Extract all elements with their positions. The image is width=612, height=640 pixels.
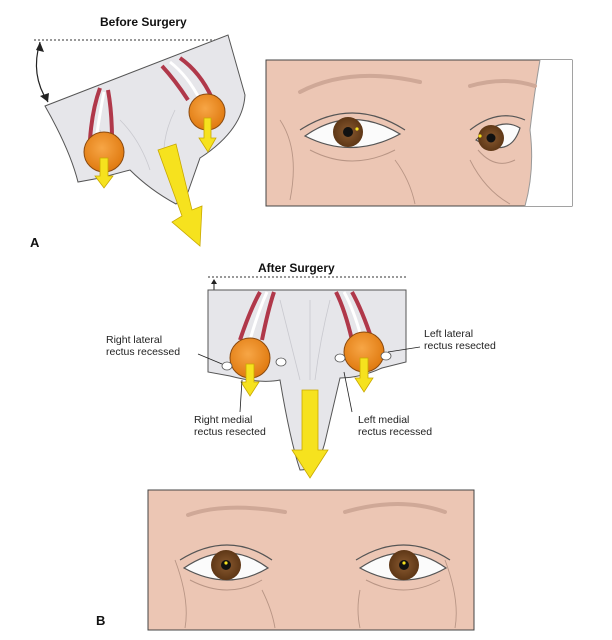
before-orbit-diagram xyxy=(34,34,246,247)
arrowhead xyxy=(211,279,217,284)
pupil xyxy=(221,560,231,570)
after-orbit-diagram xyxy=(197,276,421,479)
eyebrow xyxy=(186,505,287,517)
eyelid-crease xyxy=(299,112,406,131)
label-left-lateral-rectus-resected: Left lateral rectus resected xyxy=(424,328,496,353)
arrowhead xyxy=(36,42,44,52)
eyebrow xyxy=(468,79,537,88)
panel-a-label: A xyxy=(30,235,40,250)
arrowhead xyxy=(40,93,49,102)
lower-lid-line xyxy=(189,579,263,591)
pupil xyxy=(399,560,409,570)
leader-lines xyxy=(197,346,421,413)
muscle xyxy=(238,291,262,341)
pupil xyxy=(343,127,353,137)
before-surgery-title: Before Surgery xyxy=(100,15,187,29)
face-contour xyxy=(524,59,541,207)
face-lines xyxy=(357,559,457,629)
insertion-marker xyxy=(221,361,233,371)
eyelid-crease xyxy=(179,544,273,561)
light-reflex xyxy=(478,134,482,138)
eyelid-crease xyxy=(469,115,526,131)
after-eyes-illustration xyxy=(147,489,475,631)
label-left-medial-rectus-recessed: Left medial rectus recessed xyxy=(358,414,433,439)
face-lines xyxy=(469,159,511,205)
before-gaze-arrows xyxy=(94,117,217,247)
muscle xyxy=(88,87,102,141)
panel-b-label: B xyxy=(96,613,106,628)
eyebrow xyxy=(298,73,422,94)
lower-lid-line xyxy=(477,149,516,164)
muscle xyxy=(160,64,190,102)
eyelid-crease xyxy=(355,544,451,561)
lower-lid-line xyxy=(309,149,396,162)
insertion-marker xyxy=(275,357,287,367)
pupil xyxy=(486,133,496,143)
insertion-marker xyxy=(380,351,392,361)
after-surgery-title: After Surgery xyxy=(258,261,335,275)
before-eyes-illustration xyxy=(265,59,573,207)
light-reflex xyxy=(224,561,228,565)
light-reflex xyxy=(402,561,406,565)
face-lines xyxy=(279,119,416,205)
after-gaze-arrows xyxy=(240,357,374,479)
eyebrow xyxy=(343,502,447,514)
face-background xyxy=(525,60,572,206)
label-right-lateral-rectus-recessed: Right lateral rectus recessed xyxy=(106,334,181,359)
face-lines xyxy=(174,559,276,629)
muscle xyxy=(260,291,276,341)
light-reflex xyxy=(355,127,359,131)
label-right-medial-rectus-resected: Right medial rectus resected xyxy=(194,414,266,439)
lower-lid-line xyxy=(365,579,441,591)
nerve xyxy=(248,291,269,341)
muscle xyxy=(334,291,354,341)
insertion-marker xyxy=(334,353,346,363)
tissue-lines xyxy=(279,299,331,381)
